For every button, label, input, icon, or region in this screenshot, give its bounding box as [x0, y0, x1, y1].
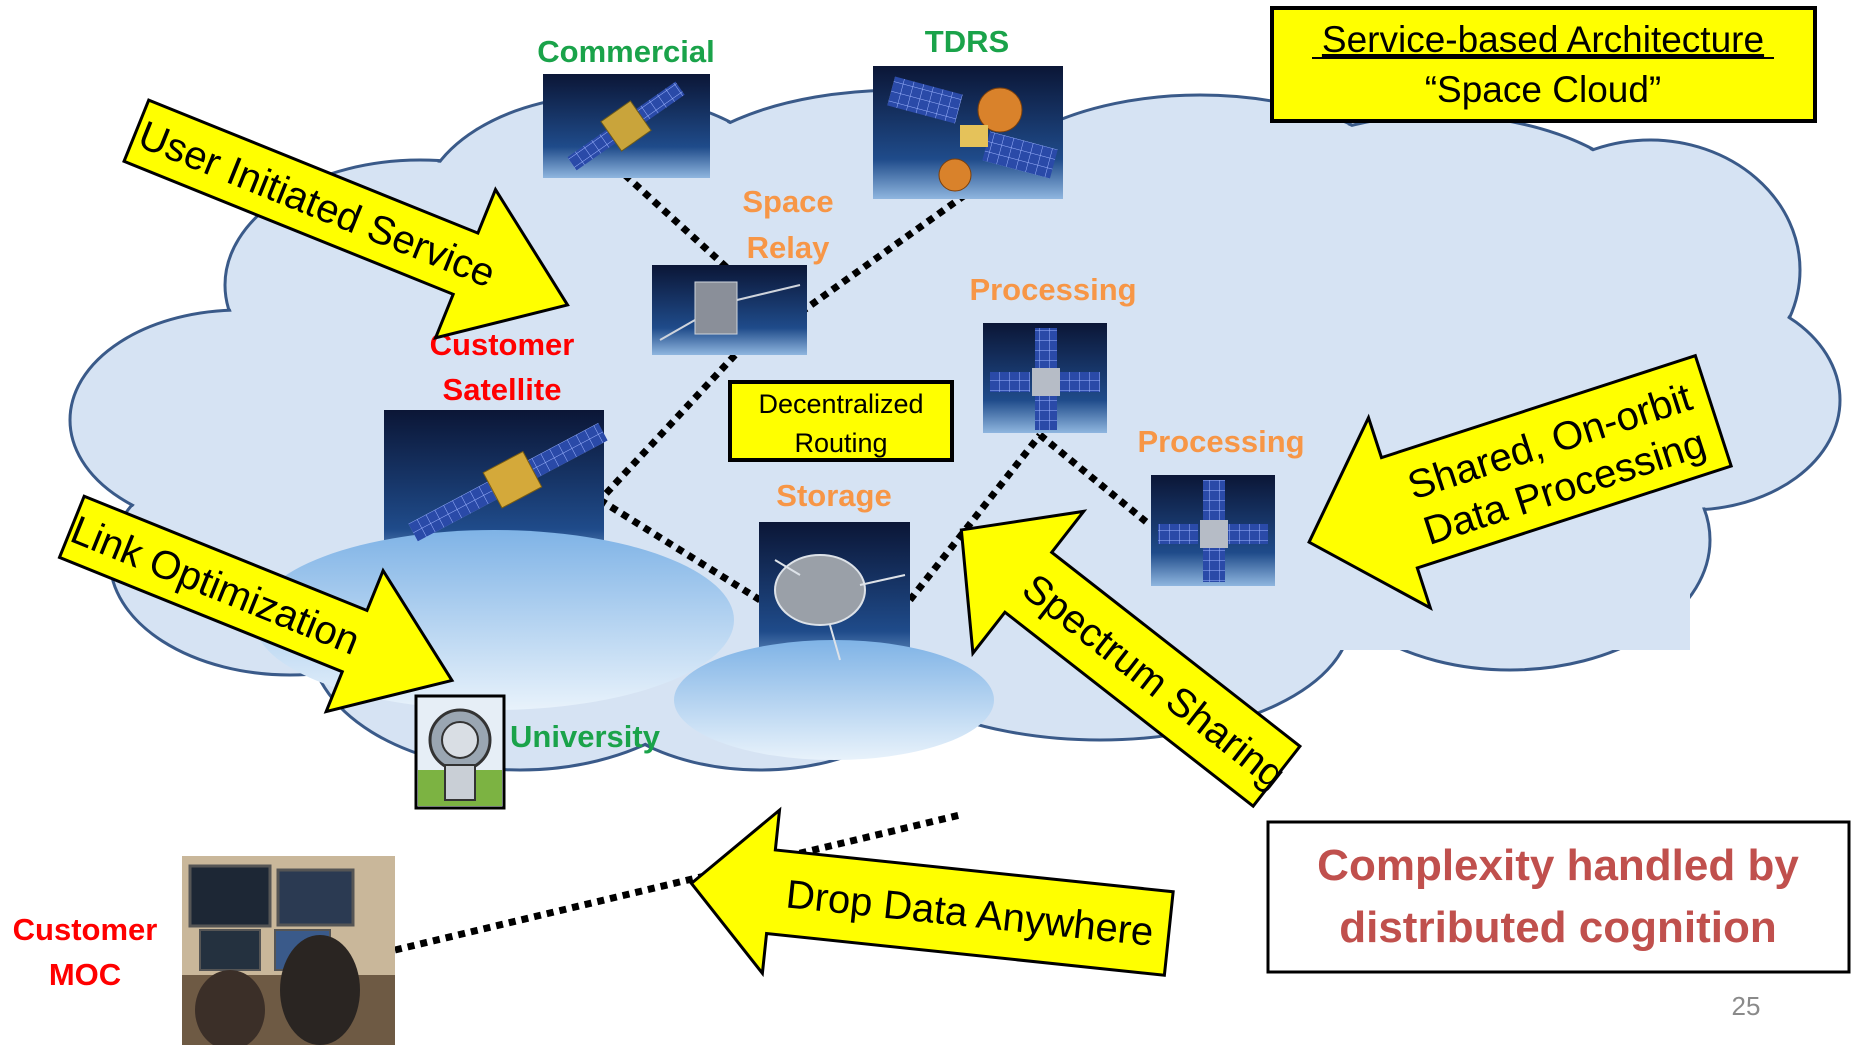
page-number: 25 — [1732, 991, 1761, 1021]
processing-label-2: Processing — [1137, 424, 1304, 459]
complexity-line-2: distributed cognition — [1339, 903, 1777, 952]
link-moc-cloud — [394, 811, 961, 954]
link-processing-processing — [1037, 432, 1153, 528]
space-relay-label-line2: Relay — [747, 230, 830, 265]
tdrs-label: TDRS — [925, 24, 1009, 59]
ground-antenna-icon — [414, 694, 506, 810]
link-tdrs-relay — [787, 192, 968, 323]
control-room-photo — [182, 856, 395, 1045]
architecture-title-box: Service-based Architecture “Space Cloud” — [1270, 6, 1817, 123]
network-links — [394, 172, 1153, 954]
tdrs-satellite-image — [873, 66, 1063, 199]
routing-box-line2: Routing — [794, 428, 887, 458]
complexity-box: Complexity handled by distributed cognit… — [1266, 820, 1851, 974]
customer-satellite-label-line2: Satellite — [443, 372, 562, 407]
space-relay-cubesat-image — [652, 265, 807, 355]
processing-label-1: Processing — [969, 272, 1136, 307]
commercial-satellite-image — [543, 74, 710, 178]
commercial-label: Commercial — [537, 34, 714, 69]
link-storage-processing — [907, 432, 1043, 603]
storage-satellite-image — [674, 522, 994, 760]
complexity-line-1: Complexity handled by — [1317, 841, 1799, 890]
link-customer-storage — [598, 497, 762, 603]
routing-box-line1: Decentralized — [758, 389, 923, 419]
title-line-2: “Space Cloud” — [1425, 69, 1662, 110]
customer-moc-label-line2: MOC — [49, 957, 121, 992]
title-line-1: Service-based Architecture — [1322, 19, 1764, 60]
processing-cubesat-image-2 — [1151, 475, 1275, 586]
drop-data-anywhere-arrow: Drop Data Anywhere — [689, 806, 1175, 978]
link-commercial-relay — [622, 172, 738, 278]
customer-moc-label-line1: Customer — [13, 912, 158, 947]
processing-cubesat-image-1 — [983, 323, 1107, 433]
university-label: University — [510, 719, 661, 754]
decentralized-routing-box: Decentralized Routing — [728, 380, 954, 462]
space-relay-label-line1: Space — [742, 184, 833, 219]
storage-label: Storage — [776, 478, 891, 513]
